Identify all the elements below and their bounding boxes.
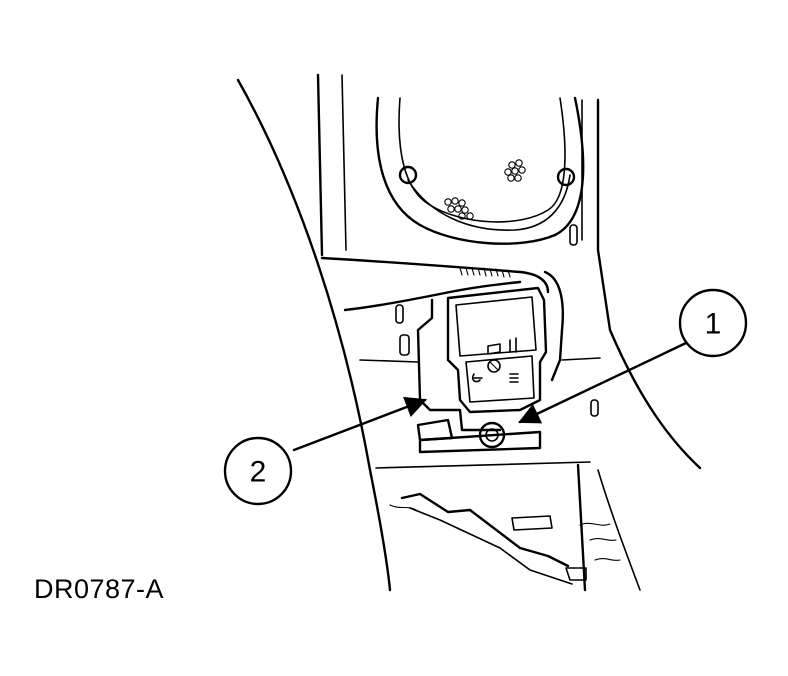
lower-linkage-rod bbox=[400, 492, 570, 568]
callout-2: 2 bbox=[223, 436, 293, 506]
rivet-cluster-upper bbox=[504, 159, 526, 182]
weatherstrip-hatch bbox=[459, 267, 511, 278]
callout-1: 1 bbox=[678, 288, 748, 358]
trim-fastener-left bbox=[398, 165, 418, 185]
door-outer-edge bbox=[236, 78, 392, 592]
latch-mounting-tab bbox=[416, 418, 454, 442]
panel-line-right bbox=[561, 357, 601, 361]
latch-marking-right bbox=[509, 373, 519, 383]
latch-post bbox=[509, 337, 517, 353]
lower-linkage-rod-2 bbox=[409, 507, 573, 585]
door-pocket-right-wall bbox=[576, 463, 587, 592]
latch-base-plate bbox=[418, 430, 542, 454]
lower-linkage-bracket bbox=[511, 515, 553, 531]
panel-slot-left-2 bbox=[399, 334, 410, 356]
pillar-right-edge bbox=[596, 98, 702, 470]
rivet-cluster-lower bbox=[444, 197, 474, 220]
pillar-left-inner bbox=[341, 74, 347, 251]
pillar-left-edge bbox=[316, 73, 324, 257]
panel-lower-sill bbox=[375, 461, 591, 469]
callout-2-leader bbox=[292, 396, 428, 452]
lower-carpet-edge bbox=[389, 504, 621, 561]
window-opening bbox=[375, 96, 585, 245]
latch-bolt-outer bbox=[478, 421, 506, 449]
callout-1-leader bbox=[518, 341, 688, 424]
pillar-slot-upper bbox=[569, 224, 578, 246]
lower-linkage-clip bbox=[565, 567, 587, 581]
callout-1-number: 1 bbox=[705, 308, 722, 341]
latch-tab bbox=[487, 343, 501, 355]
latch-bolt-inner bbox=[485, 428, 499, 442]
callout-2-number: 2 bbox=[250, 456, 267, 489]
window-inner-trim bbox=[398, 97, 566, 223]
latch-bracket-right bbox=[543, 270, 564, 382]
trim-fastener-right bbox=[556, 167, 576, 187]
door-pocket-right-diagonal bbox=[597, 469, 641, 591]
panel-slot-left-1 bbox=[395, 304, 404, 324]
figure-id-label: DR0787-A bbox=[34, 574, 165, 604]
weatherstrip-lower bbox=[343, 280, 522, 312]
latch-body-face bbox=[455, 296, 537, 357]
latch-lower-plate bbox=[465, 355, 535, 403]
panel-slot-right bbox=[590, 399, 599, 417]
panel-line-left bbox=[359, 359, 419, 363]
window-lower-trim bbox=[407, 174, 571, 231]
weatherstrip-upper bbox=[320, 256, 550, 294]
latch-screw-small bbox=[487, 359, 501, 373]
latch-marking-left bbox=[471, 373, 483, 383]
